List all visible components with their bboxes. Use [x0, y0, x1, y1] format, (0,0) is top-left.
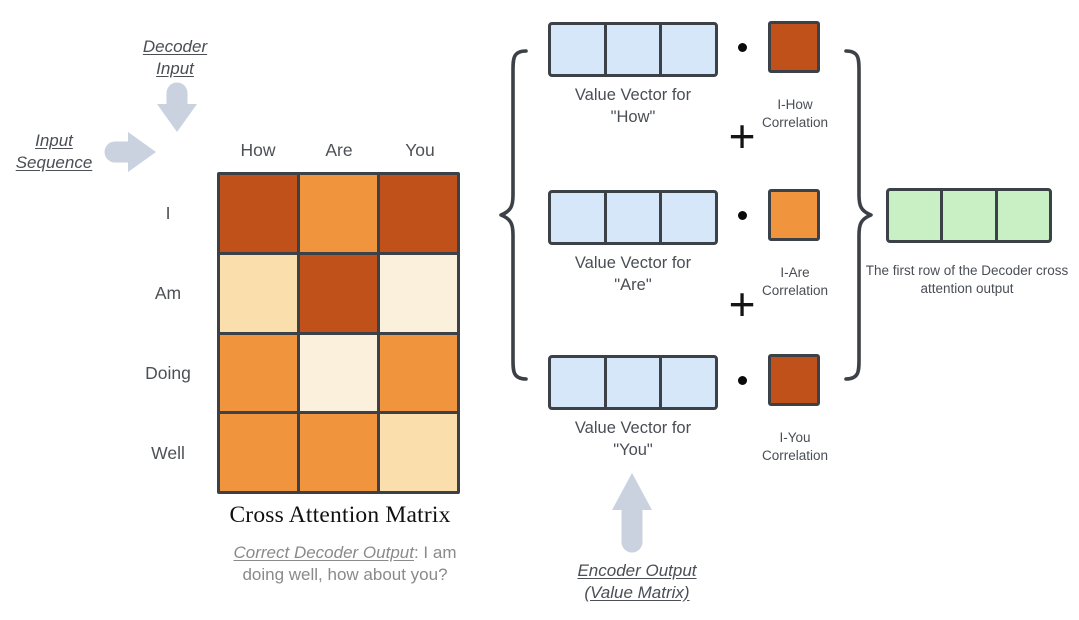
value-vector-are-label: Value Vector for "Are"	[533, 253, 733, 297]
decoder-output-caption: Correct Decoder Output: I am doing well,…	[212, 542, 478, 587]
matrix-cell	[220, 334, 297, 412]
i-you-correlation-line1: I-You	[779, 430, 811, 445]
i-how-correlation-line2: Correlation	[761, 114, 829, 130]
decoder-output-vector-label: The first row of the Decoder cross atten…	[856, 262, 1078, 298]
dot-product-operator	[738, 211, 747, 220]
matrix-row-label-i: I	[165, 202, 171, 223]
value-vector-are-label-line1: Value Vector for	[574, 254, 692, 272]
left-brace-icon	[499, 49, 528, 381]
encoder-output-label: Encoder Output (Value Matrix)	[537, 560, 737, 604]
vector-cell	[662, 358, 715, 407]
encoder-output-line2: (Value Matrix)	[584, 582, 690, 602]
cross-attention-matrix	[217, 172, 460, 494]
vector-cell	[606, 193, 660, 242]
output-label-line1: The first row of the Decoder cross	[865, 263, 1069, 278]
matrix-cell	[220, 254, 297, 332]
matrix-cell	[300, 334, 377, 412]
value-vector-are	[548, 190, 718, 245]
i-you-correlation-label: I-You Correlation	[745, 429, 845, 464]
matrix-cell	[380, 175, 457, 252]
encoder-output-line1: Encoder Output	[577, 561, 697, 580]
vector-cell	[551, 193, 604, 242]
matrix-cell	[220, 175, 297, 252]
output-label-line2: attention output	[920, 281, 1014, 297]
i-are-correlation-square	[768, 189, 820, 241]
value-vector-you-label-line2: "You"	[613, 440, 653, 459]
vector-cell	[997, 191, 1049, 240]
value-vector-you	[548, 355, 718, 410]
value-vector-how-label-line1: Value Vector for	[574, 86, 692, 104]
matrix-cell	[300, 175, 377, 252]
matrix-cell	[380, 254, 457, 332]
i-are-correlation-line1: I-Are	[780, 265, 810, 280]
i-how-correlation-line1: I-How	[777, 97, 813, 112]
matrix-cell	[300, 414, 377, 491]
i-how-correlation-label: I-How Correlation	[745, 96, 845, 131]
dot-product-operator	[738, 43, 747, 52]
matrix-col-header-how: How	[240, 140, 276, 160]
matrix-col-header-you: You	[405, 140, 435, 160]
matrix-col-header-are: Are	[325, 140, 353, 160]
dot-product-operator	[738, 376, 747, 385]
value-vector-you-label-line1: Value Vector for	[574, 419, 692, 437]
arrow-up-icon	[612, 473, 652, 553]
matrix-cell	[300, 254, 377, 332]
input-sequence-line2: Sequence	[15, 152, 93, 172]
plus-operator: +	[728, 110, 756, 162]
value-vector-you-label: Value Vector for "You"	[533, 418, 733, 462]
matrix-row-label-well: Well	[151, 442, 185, 463]
arrow-down-icon	[157, 82, 197, 132]
vector-cell	[662, 25, 715, 74]
caption-emphasis: Correct Decoder Output	[233, 543, 414, 562]
i-how-correlation-square	[768, 21, 820, 73]
vector-cell	[606, 25, 660, 74]
value-vector-how-label: Value Vector for "How"	[533, 85, 733, 129]
decoder-input-line1: Decoder	[142, 37, 208, 56]
right-brace-icon	[844, 49, 873, 381]
value-vector-how	[548, 22, 718, 77]
vector-cell	[551, 25, 604, 74]
decoder-input-line2: Input	[156, 58, 194, 78]
vector-cell	[606, 358, 660, 407]
input-sequence-label: Input Sequence	[0, 130, 108, 174]
caption-rest: : I am doing well, how about you?	[242, 543, 457, 585]
matrix-title: Cross Attention Matrix	[229, 502, 451, 528]
value-vector-are-label-line2: "Are"	[614, 275, 652, 294]
plus-operator: +	[728, 278, 756, 330]
matrix-cell	[380, 334, 457, 412]
decoder-input-label: Decoder Input	[120, 36, 230, 80]
matrix-row-label-am: Am	[154, 282, 182, 303]
vector-cell	[551, 358, 604, 407]
matrix-row-label-doing: Doing	[145, 362, 191, 383]
matrix-cell	[220, 414, 297, 491]
arrow-right-icon	[104, 132, 156, 172]
value-vector-how-label-line2: "How"	[610, 107, 656, 126]
decoder-output-vector	[886, 188, 1052, 243]
vector-cell	[662, 193, 715, 242]
i-you-correlation-line2: Correlation	[761, 447, 829, 463]
i-are-correlation-line2: Correlation	[761, 282, 829, 298]
i-are-correlation-label: I-Are Correlation	[745, 264, 845, 299]
matrix-cell	[380, 414, 457, 491]
vector-cell	[943, 191, 995, 240]
input-sequence-line1: Input	[35, 131, 73, 150]
vector-cell	[889, 191, 941, 240]
i-you-correlation-square	[768, 354, 820, 406]
